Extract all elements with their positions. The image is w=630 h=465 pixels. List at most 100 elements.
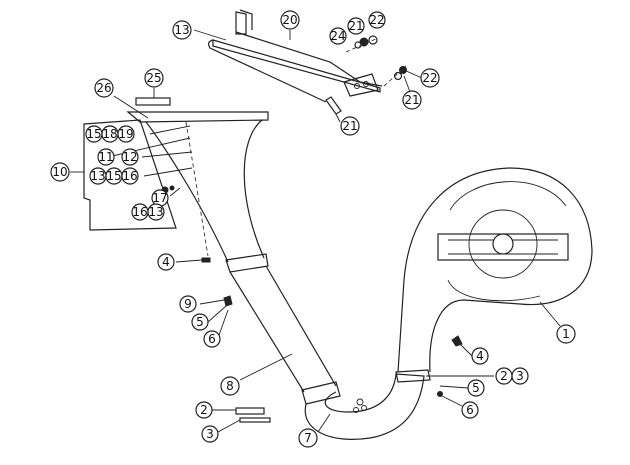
elbow-outline <box>304 373 425 440</box>
hardware-axis <box>345 37 379 53</box>
bolt-4-right <box>451 335 463 347</box>
callout-12 <box>121 148 139 166</box>
small-hardware <box>161 185 463 423</box>
callout-16b-text: 17 <box>152 191 167 205</box>
bracket-hole <box>354 83 360 89</box>
callout-25 <box>144 68 164 88</box>
callout-7 <box>298 428 318 448</box>
callout-26 <box>94 78 114 98</box>
bracket-arm <box>235 31 383 87</box>
elbow-clamp-ring <box>395 369 431 383</box>
chute-upper <box>145 119 269 273</box>
leader-4b <box>459 343 473 357</box>
housing-inner-arc-low <box>447 279 541 302</box>
leader-16b <box>169 187 181 197</box>
leader-1 <box>539 301 561 327</box>
callout-21b-text: 21 <box>404 93 419 107</box>
leader-22b <box>403 69 423 79</box>
callout-5b-text: 5 <box>472 381 480 395</box>
callout-1-text: 1 <box>562 327 570 341</box>
leader-7 <box>317 413 331 433</box>
leader-11 <box>107 137 191 158</box>
callout-9-text: 9 <box>184 297 192 311</box>
chute-hidden-edge <box>185 121 209 257</box>
leader-21b <box>403 75 411 93</box>
hardware-axis-right <box>383 65 407 87</box>
elbow-bolt <box>361 405 367 411</box>
leader-6b <box>441 395 463 407</box>
callout-22 <box>368 11 386 29</box>
callout-25-text: 25 <box>146 71 161 85</box>
washer-21-right <box>399 66 407 74</box>
callout-1 <box>556 324 576 344</box>
leader-20 <box>335 113 341 123</box>
callout-6b <box>461 401 479 419</box>
elbow-bolt <box>353 407 359 413</box>
chute-clamp-ring <box>225 253 269 273</box>
chute-cap <box>126 97 269 123</box>
callout-11-text: 11 <box>98 150 113 164</box>
callout-21-text: 21 <box>348 19 363 33</box>
tube-clamp-ring <box>301 381 341 405</box>
callout-24 <box>329 27 347 45</box>
impeller-circle <box>468 209 538 279</box>
leader-lines <box>70 29 561 433</box>
part-25-plate <box>135 97 171 106</box>
callout-21b <box>402 90 422 110</box>
callout-24-text: 24 <box>330 29 345 43</box>
callout-2a <box>195 401 213 419</box>
bracket-hole <box>363 81 369 87</box>
callout-4a-text: 4 <box>162 255 170 269</box>
callout-23-text: 13 <box>174 23 189 37</box>
callout-6a <box>203 330 221 348</box>
leader-5b <box>439 385 469 389</box>
callout-19 <box>280 10 300 30</box>
chute-side-panel <box>83 119 177 231</box>
callout-22b <box>420 68 440 88</box>
callout-4b <box>471 347 489 365</box>
callout-13-text: 13 <box>90 169 105 183</box>
chute-right-edge <box>243 119 265 259</box>
callout-16-text: 16 <box>122 169 137 183</box>
callout-23 <box>172 20 192 40</box>
callouts: 13 20 24 21 22 22 21 21 25 26 15 18 19 1… <box>50 10 576 448</box>
bolt-4-left <box>201 257 211 263</box>
callout-4b-text: 4 <box>476 349 484 363</box>
callout-5a-text: 5 <box>196 315 204 329</box>
leader-12 <box>141 151 193 158</box>
elbow <box>304 369 431 440</box>
gasket-2 <box>235 407 265 415</box>
callout-11 <box>97 148 115 166</box>
impeller-shaft <box>492 233 514 255</box>
bolt-24 <box>354 41 362 49</box>
elbow-bolt <box>356 398 364 406</box>
rod-bar <box>212 39 381 93</box>
housing-outline <box>397 167 593 373</box>
leader-8 <box>239 353 293 381</box>
callout-10-text: 10 <box>52 165 67 179</box>
chute-top-flange <box>126 111 269 123</box>
leader-16 <box>143 167 193 177</box>
callout-8 <box>220 376 240 396</box>
pin-part-20 <box>325 96 342 115</box>
tube-right <box>265 265 337 387</box>
callout-15-text: 15 <box>106 169 121 183</box>
callout-21 <box>347 17 365 35</box>
callout-3a-text: 3 <box>206 427 214 441</box>
callout-5a <box>191 313 209 331</box>
callout-13b <box>147 203 165 221</box>
gasket-3 <box>239 417 271 423</box>
chute-tube <box>229 265 341 405</box>
callout-2b-text: 2 <box>500 369 508 383</box>
leader-9 <box>199 299 225 305</box>
callout-22b-text: 22 <box>422 71 437 85</box>
callout-18-text: 19 <box>118 127 133 141</box>
callout-22-text: 22 <box>369 13 384 27</box>
callout-19-text: 20 <box>282 13 297 27</box>
rod-loop <box>207 39 327 103</box>
leader-23 <box>193 29 227 41</box>
leader-18 <box>149 125 191 135</box>
callout-3a <box>201 425 219 443</box>
